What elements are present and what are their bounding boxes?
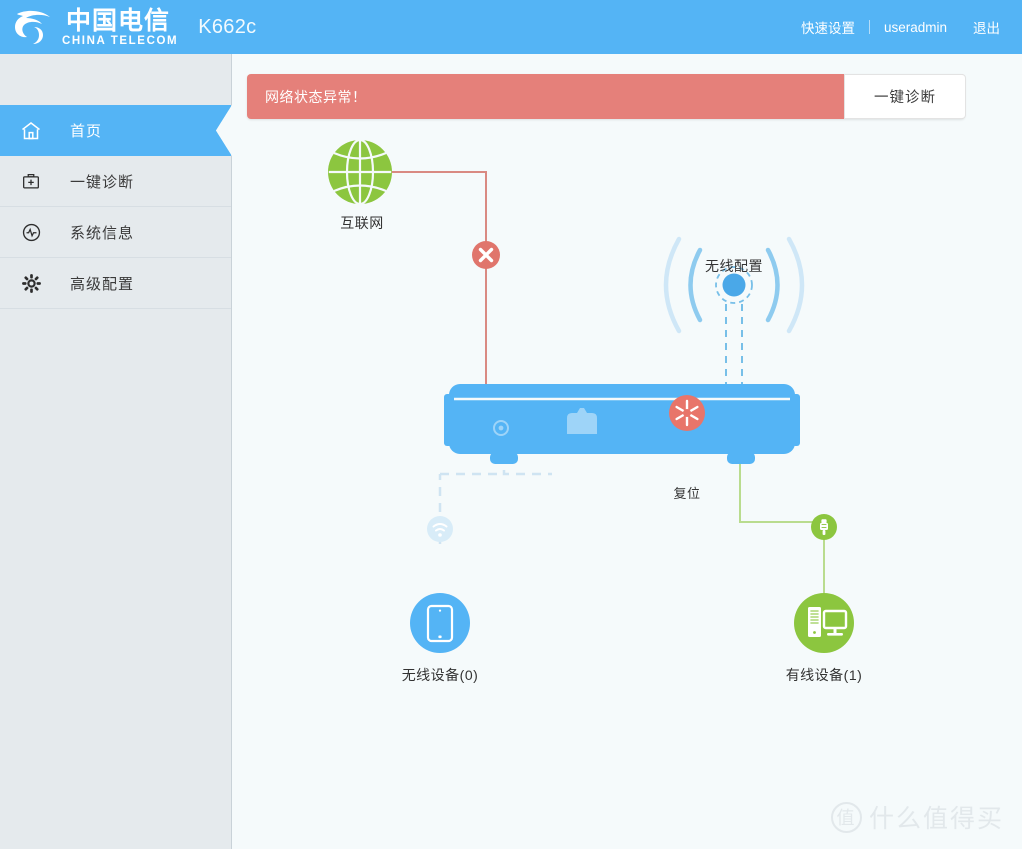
sidebar-item-label: 高级配置 bbox=[70, 275, 135, 293]
wireless-device-label: 无线设备(0) bbox=[401, 667, 479, 683]
china-telecom-logo-icon bbox=[15, 10, 50, 44]
error-x-icon bbox=[472, 241, 500, 269]
alert-message: 网络状态异常！ bbox=[265, 88, 367, 105]
router-device[interactable] bbox=[444, 384, 800, 464]
network-topology-diagram bbox=[328, 138, 854, 653]
alert-diagnose-button[interactable]: 一键诊断 bbox=[844, 74, 966, 119]
wifi-signal-icon bbox=[427, 516, 453, 542]
led-indicator-icon bbox=[493, 420, 509, 436]
watermark: 值 什么值得买 bbox=[830, 799, 1004, 835]
sidebar-item-diagnostics[interactable]: 一键诊断 bbox=[0, 156, 231, 207]
wired-device-node[interactable] bbox=[794, 593, 854, 653]
quick-setup-link[interactable]: 快速设置 bbox=[800, 21, 855, 36]
wireless-config-label: 无线配置 bbox=[705, 258, 763, 274]
reset-button[interactable] bbox=[669, 395, 705, 431]
logout-link[interactable]: 退出 bbox=[973, 21, 1000, 36]
wireless-device-node[interactable] bbox=[410, 593, 470, 653]
brand-name-cn: 中国电信 bbox=[66, 5, 171, 35]
main-content: 网络状态异常！ 一键诊断 bbox=[232, 54, 1022, 849]
sidebar-item-label: 一键诊断 bbox=[70, 173, 135, 191]
link-internet-to-router bbox=[360, 171, 487, 384]
gear-icon bbox=[14, 268, 48, 298]
link-router-to-wired bbox=[739, 454, 824, 523]
top-header: 中国电信 CHINA TELECOM K662c 快速设置 useradmin … bbox=[0, 0, 1022, 54]
sidebar-item-label: 首页 bbox=[70, 123, 103, 140]
device-model-label: K662c bbox=[198, 15, 257, 38]
reset-button-label: 复位 bbox=[673, 486, 701, 501]
watermark-text: 什么值得买 bbox=[868, 805, 1004, 833]
watermark-mark: 值 bbox=[830, 801, 862, 833]
header-divider bbox=[868, 20, 870, 34]
sidebar-item-advanced-config[interactable]: 高级配置 bbox=[0, 258, 231, 309]
sidebar-item-home[interactable]: 首页 bbox=[0, 105, 232, 156]
sidebar-item-system-info[interactable]: 系统信息 bbox=[0, 207, 231, 258]
status-alert-banner: 网络状态异常！ 一键诊断 bbox=[247, 74, 966, 119]
tablet-icon-bg bbox=[410, 593, 470, 653]
router-foot-right bbox=[727, 452, 755, 464]
active-indicator-notch bbox=[216, 105, 232, 156]
home-icon bbox=[14, 116, 48, 146]
desktop-pc-icon bbox=[808, 607, 848, 637]
internet-node[interactable] bbox=[328, 138, 392, 206]
firstaid-icon bbox=[14, 166, 48, 196]
brand-text-block: 中国电信 CHINA TELECOM bbox=[62, 8, 178, 47]
wifi-broadcast-icon[interactable] bbox=[663, 236, 805, 334]
username-label[interactable]: useradmin bbox=[883, 19, 947, 35]
brand-logo-group: 中国电信 CHINA TELECOM bbox=[0, 7, 178, 47]
globe-icon bbox=[328, 138, 392, 206]
router-port-icon bbox=[567, 408, 597, 434]
pulse-icon bbox=[14, 217, 48, 247]
ethernet-plug-icon bbox=[811, 514, 837, 540]
sidebar-item-label: 系统信息 bbox=[70, 224, 135, 242]
router-foot-left bbox=[490, 452, 518, 464]
sidebar-nav: 首页 一键诊断 系统信息 bbox=[0, 54, 232, 849]
internet-label: 互联网 bbox=[340, 215, 384, 231]
wired-device-label: 有线设备(1) bbox=[785, 667, 863, 683]
header-actions: 快速设置 useradmin 退出 bbox=[801, 17, 1022, 37]
router-body bbox=[449, 384, 795, 454]
tablet-icon bbox=[426, 604, 454, 643]
brand-name-en: CHINA TELECOM bbox=[62, 34, 179, 47]
